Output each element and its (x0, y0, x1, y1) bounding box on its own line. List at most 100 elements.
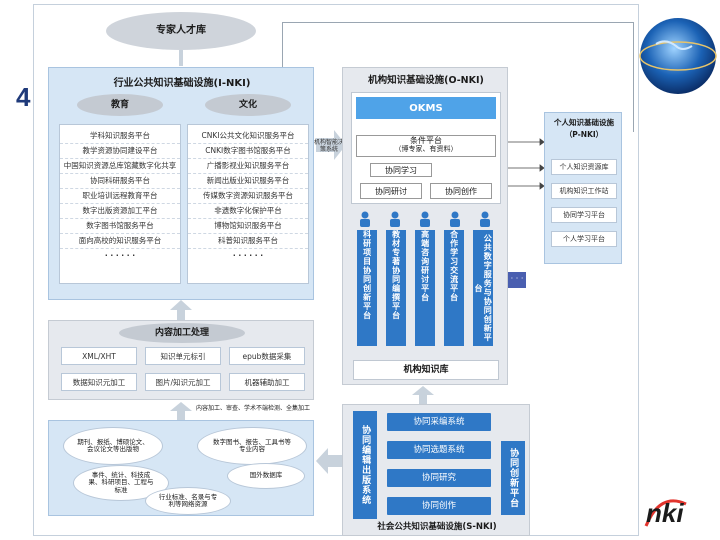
list-item: 中国知识资源总库馆藏数字化共享 (60, 159, 180, 174)
processing-note: 内容加工、审查、学术不端检测、全集加工 (196, 405, 311, 412)
resources-panel: 期刊、报纸、博硕论文、会议论文等出版物 数字图书、报告、工具书等专业内容 事件、… (48, 420, 314, 516)
o-nki-inner: OKMS 条件平台 （博专家、有资料） 协同学习 协同研讨 协同创作 (351, 92, 501, 204)
p-nki-item: 个人学习平台 (551, 231, 617, 247)
processing-item: 机器辅助加工 (229, 373, 305, 391)
list-item: CNKI数字图书馆服务平台 (188, 144, 308, 159)
s-nki-right-column: 协同创新平台 (501, 441, 525, 515)
s-nki-title: 社会公共知识基础设施(S-NKI) (377, 522, 497, 532)
o-nki-column: 科研项目协同创新平台 (357, 230, 377, 346)
list-item: 广播影视业知识服务平台 (188, 159, 308, 174)
list-item: 传媒数字资源知识服务平台 (188, 189, 308, 204)
education-head: 教育 (77, 94, 163, 116)
o-nki-column: 公共数字服务与协同创新平台 (473, 230, 493, 346)
o-nki-column-label: 科研项目协同创新平台 (362, 230, 372, 320)
expert-pool-node: 专家人才库 (106, 12, 256, 50)
o-nki-kb-box: 机构知识库 (353, 360, 499, 380)
content-processing-head: 内容加工处理 (119, 323, 245, 343)
resource-bubble-label: 行业标准、名录与专利等网络资源 (158, 492, 218, 508)
expert-pool-label: 专家人才库 (156, 25, 206, 37)
arrow-left-icon (316, 448, 342, 474)
p-nki-subtitle: （P-NKI） (564, 130, 604, 139)
resource-bubble: 期刊、报纸、博硕论文、会议论文等出版物 (63, 427, 163, 465)
connector-experts (179, 50, 183, 66)
okms-label: OKMS (409, 102, 443, 114)
okms-bar: OKMS (356, 97, 496, 119)
resource-bubble: 国外数据库 (227, 463, 305, 489)
list-item: CNKI公共文化知识服务平台 (188, 129, 308, 144)
resource-bubble: 数字图书、报告、工具书等专业内容 (197, 427, 307, 465)
arrow-up-icon (412, 386, 434, 404)
education-list: 学科知识服务平台 教学资源协同建设平台 中国知识资源总库馆藏数字化共享 协同科研… (59, 124, 181, 284)
content-processing-title: 内容加工处理 (154, 327, 209, 338)
o-nki-column: 合作学习交流平台 (444, 230, 464, 346)
s-nki-pill: 协同研究 (387, 469, 491, 487)
o-nki-kb-label: 机构知识库 (403, 364, 449, 375)
list-item: 数字出版资源加工平台 (60, 204, 180, 219)
o-nki-ellipsis: · · · (510, 274, 524, 283)
arrow-up-icon (170, 402, 192, 420)
s-nki-panel: 协同编辑出版系统 协同创新平台 协同采编系统 协同选题系统 协同研究 协同创作 … (342, 404, 530, 536)
s-nki-left-column: 协同编辑出版系统 (353, 411, 377, 519)
processing-item: XML/XHT (61, 347, 137, 365)
list-item: 博物馆知识服务平台 (188, 219, 308, 234)
collab-learning-box: 协同学习 (370, 163, 432, 177)
list-item: 教学资源协同建设平台 (60, 144, 180, 159)
list-ellipsis: · · · · · · (232, 251, 264, 260)
knowledge-platform-box: 条件平台 （博专家、有资料） (356, 135, 496, 157)
processing-item: 知识单元标引 (145, 347, 221, 365)
culture-head-label: 文化 (238, 99, 257, 110)
arrow-right-icon (316, 130, 346, 160)
resource-bubble-label: 国外数据库 (249, 471, 283, 480)
nki-logo: nki (642, 496, 712, 530)
knowledge-platform-sub: （博专家、有资料） (394, 145, 458, 154)
list-item: 职业培训远程教育平台 (60, 189, 180, 204)
resource-bubble-label: 数字图书、报告、工具书等专业内容 (213, 437, 291, 453)
arrow-up-icon (170, 300, 192, 320)
collab-creation-box: 协同创作 (430, 183, 492, 199)
list-item: 协同科研服务平台 (60, 174, 180, 189)
resource-bubble: 行业标准、名录与专利等网络资源 (145, 487, 231, 515)
culture-head: 文化 (205, 94, 291, 116)
s-nki-left-column-label: 协同编辑出版系统 (360, 425, 371, 505)
list-ellipsis: · · · · · · (104, 251, 136, 260)
p-nki-item: 机构知识工作站 (551, 183, 617, 199)
p-nki-title: 个人知识基础设施 (554, 118, 614, 127)
i-nki-title: 行业公共知识基础设施(I-NKI) (113, 78, 251, 89)
connector-o-to-p (508, 128, 545, 208)
decision-system-note: 机构智能决策系统 (314, 139, 345, 153)
list-item: 面向高校的知识服务平台 (60, 234, 180, 249)
people-icons-row (353, 210, 503, 228)
culture-list: CNKI公共文化知识服务平台 CNKI数字图书馆服务平台 广播影视业知识服务平台… (187, 124, 309, 284)
list-item: 新闻出版业知识服务平台 (188, 174, 308, 189)
list-item: 科普知识服务平台 (188, 234, 308, 249)
p-nki-panel: 个人知识基础设施 （P-NKI） 个人知识资源库 机构知识工作站 协同学习平台 … (544, 112, 622, 264)
o-nki-column-label: 高端咨询研讨平台 (420, 230, 430, 302)
knowledge-platform-label: 条件平台 (410, 136, 442, 145)
o-nki-panel: 机构知识基础设施(O-NKI) OKMS 条件平台 （博专家、有资料） 协同学习… (342, 67, 508, 385)
list-item: 学科知识服务平台 (60, 129, 180, 144)
o-nki-title: 机构知识基础设施(O-NKI) (368, 75, 484, 86)
o-nki-column-label: 合作学习交流平台 (449, 230, 459, 302)
globe-decoration (636, 14, 720, 98)
p-nki-item: 个人知识资源库 (551, 159, 617, 175)
resource-bubble-label: 期刊、报纸、博硕论文、会议论文等出版物 (77, 437, 149, 453)
s-nki-pill: 协同创作 (387, 497, 491, 515)
processing-item: epub数据采集 (229, 347, 305, 365)
processing-item: 数据知识元加工 (61, 373, 137, 391)
o-nki-column: 教材专著协同编撰平台 (386, 230, 406, 346)
processing-item: 图片/知识元加工 (145, 373, 221, 391)
content-processing-panel: 内容加工处理 XML/XHT 知识单元标引 epub数据采集 数据知识元加工 图… (48, 320, 314, 400)
o-nki-ellipsis-tab: · · · (508, 272, 526, 288)
o-nki-column-label: 教材专著协同编撰平台 (391, 230, 401, 320)
list-item: 非遗数字化保护平台 (188, 204, 308, 219)
s-nki-right-column-label: 协同创新平台 (508, 448, 519, 508)
p-nki-item: 协同学习平台 (551, 207, 617, 223)
i-nki-panel: 行业公共知识基础设施(I-NKI) 教育 文化 学科知识服务平台 教学资源协同建… (48, 67, 314, 300)
o-nki-column-label: 公共数字服务与协同创新平台 (474, 234, 493, 342)
s-nki-pill: 协同选题系统 (387, 441, 491, 459)
o-nki-column: 高端咨询研讨平台 (415, 230, 435, 346)
list-item: 数字图书馆服务平台 (60, 219, 180, 234)
s-nki-pill: 协同采编系统 (387, 413, 491, 431)
collab-research-box: 协同研讨 (360, 183, 422, 199)
nki-logo-text: nki (646, 498, 684, 528)
